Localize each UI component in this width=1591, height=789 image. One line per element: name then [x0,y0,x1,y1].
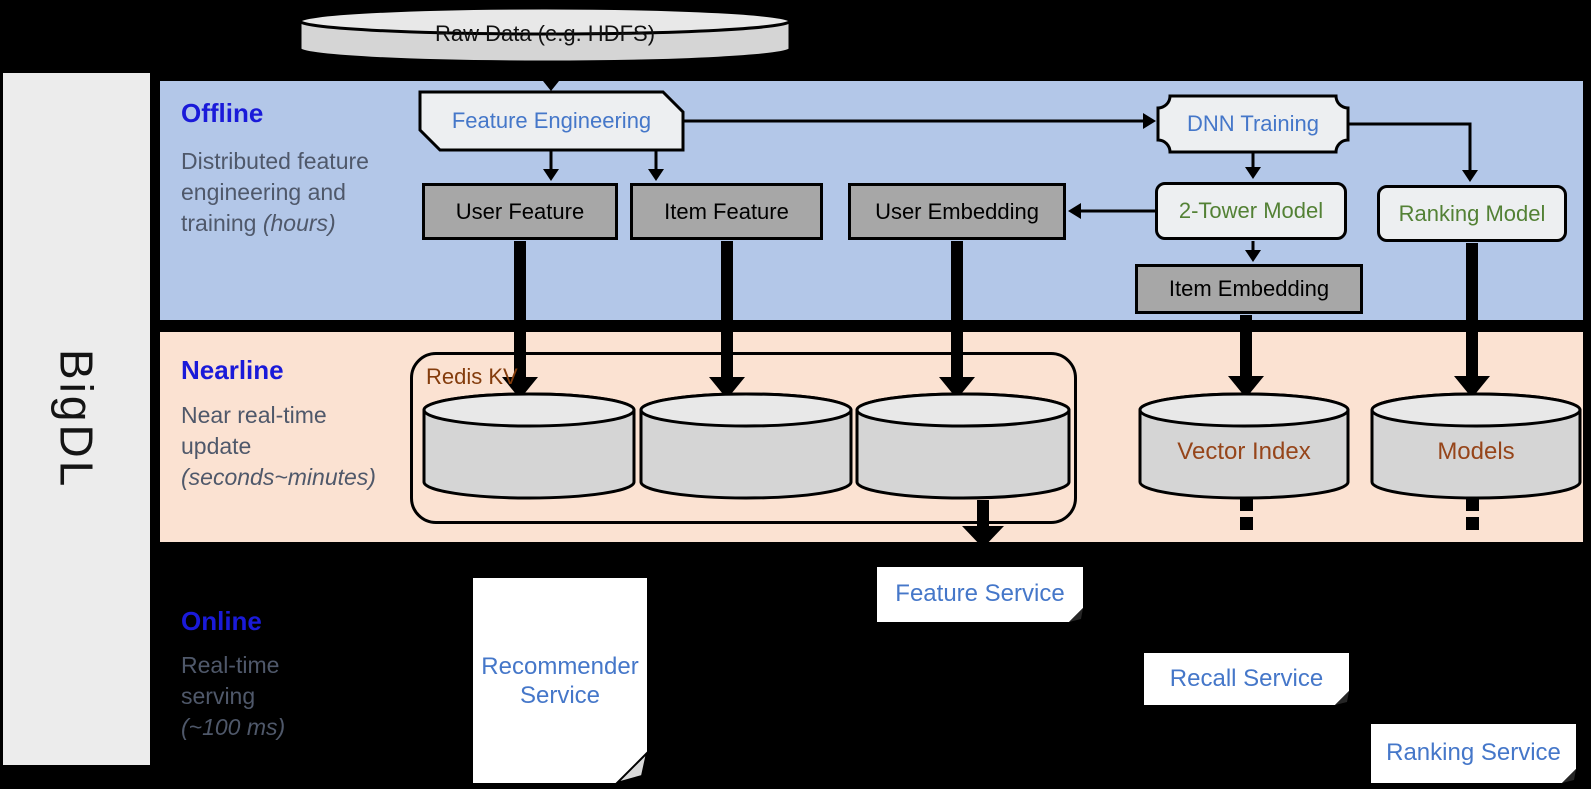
feature-engineering-label: Feature Engineering [451,108,652,133]
offline-section-title: Offline [181,98,264,128]
redis-kv-container [410,352,1077,524]
bigdl-sidebar: BigDL [3,73,150,765]
nearline-desc-italic: (seconds~minutes) [181,464,376,490]
offline-desc-italic: (hours) [262,210,336,236]
dnn-training-label: DNN Training [1186,111,1320,136]
item-feature-node: Item Feature [630,183,823,240]
online-desc-text: Real-time serving [181,652,280,709]
two-tower-model-node: 2-Tower Model [1155,182,1347,240]
online-section-desc: Real-time serving (~100 ms) [181,650,316,743]
nearline-section-desc: Near real-time update (seconds~minutes) [181,400,376,493]
models-label: Models [1437,438,1515,465]
ranking-service-label: Ranking Service [1386,739,1561,767]
user-feature-node: User Feature [422,183,618,240]
ranking-model-node: Ranking Model [1377,185,1567,242]
raw-data-label: Raw Data (e.g. HDFS) [434,21,656,46]
vector-index-label: Vector Index [1177,438,1311,465]
nearline-section-title: Nearline [181,355,284,385]
redis-kv-label: Redis KV [426,364,518,389]
user-embedding-node: User Embedding [848,183,1066,240]
nearline-desc-text: Near real-time update [181,402,327,459]
item-embedding-node: Item Embedding [1135,264,1363,314]
online-desc-italic: (~100 ms) [181,714,286,740]
offline-section-desc: Distributed feature engineering and trai… [181,146,371,239]
feature-service-label: Feature Service [895,580,1065,608]
bigdl-logo-text: BigDL [50,348,103,490]
offline-desc-text: Distributed feature engineering and trai… [181,148,369,236]
online-section-title: Online [181,606,262,636]
recommender-service-label: Recommender Service [481,653,639,709]
recall-service-label: Recall Service [1169,664,1324,692]
